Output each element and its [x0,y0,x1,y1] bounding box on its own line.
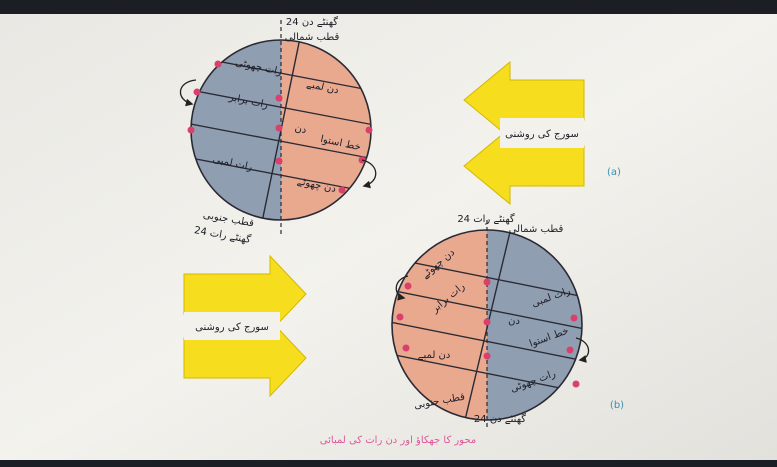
latitude-points-a [187,60,373,194]
b-day-long: دن لمبے [418,350,451,361]
b-tag: (b) [610,400,624,411]
b-south-hours: 24 گھنٹے دن [474,413,526,425]
figure-caption: محور کا جھکاؤ اور دن رات کی لمبائی [320,435,476,446]
b-north-pole: قطب شمالی [509,224,564,235]
a-north-pole: قطب شمالی [285,32,340,43]
sunlight-label-bg-a [500,118,584,148]
a-north-hours: 24 گھنٹے دن [286,16,338,28]
latitude-points-b [396,278,580,388]
a-tag: (a) [607,167,621,178]
rotation-arrow-b-left [395,275,409,301]
b-sunlight: سورج کی روشنی [195,322,269,333]
figure-a: 24 گھنٹے دن قطب شمالی رات چھوٹی رات براب… [179,16,621,246]
a-day: دن [294,123,308,136]
rotation-arrow-b-right [575,337,590,363]
rotation-arrow-a-left [179,79,197,107]
earth-b [391,229,583,421]
b-night: دن [508,316,520,327]
a-sunlight: سورج کی روشنی [505,129,579,140]
b-north-hours: 24 گھنٹے رات [457,213,515,225]
rotation-arrow-a-right [361,159,377,189]
page-background [0,14,777,460]
sunlight-label-bg-b [184,312,280,340]
